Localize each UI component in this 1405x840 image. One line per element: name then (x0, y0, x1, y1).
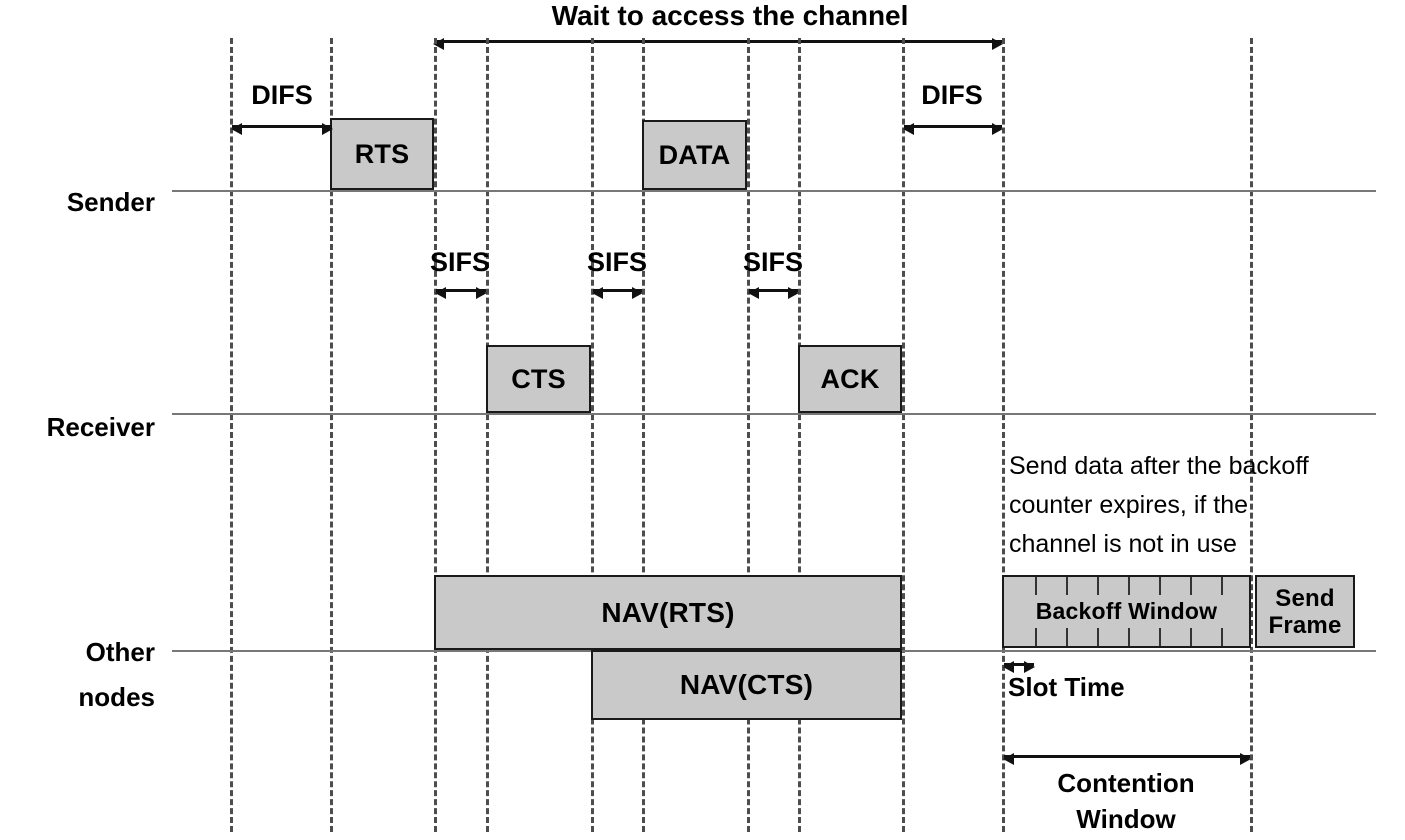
difs-1-arrow (231, 123, 333, 135)
slot-time-label: Slot Time (1008, 672, 1125, 702)
lane-label-sender: Sender (66, 187, 155, 217)
frame-rts-label: RTS (354, 138, 410, 169)
frame-data[interactable]: DATA (642, 120, 747, 190)
guide-line-7 (747, 38, 750, 832)
frame-nav-cts[interactable]: NAV(CTS) (591, 650, 902, 720)
guide-line-6 (642, 38, 645, 832)
lane-label-other-nodes-line1: Other (85, 637, 155, 667)
sifs-3-label: SIFS (742, 247, 803, 277)
wait-to-access-span-arrow (433, 38, 1003, 50)
guide-line-5 (591, 38, 594, 832)
difs-1-label: DIFS (251, 80, 313, 110)
frame-backoff-window[interactable]: Backoff Window (1002, 575, 1251, 648)
frame-data-label: DATA (658, 139, 731, 170)
backoff-note-line3: channel is not in use (1009, 530, 1237, 558)
frame-nav-rts[interactable]: NAV(RTS) (434, 575, 902, 650)
sifs-1-arrow (435, 287, 487, 299)
frame-ack[interactable]: ACK (798, 345, 902, 413)
sifs-2-arrow (592, 287, 643, 299)
difs-2-arrow (903, 123, 1003, 135)
frame-send-frame-label-line1: Send (1275, 584, 1335, 612)
guide-line-8 (798, 38, 801, 832)
guide-line-9 (902, 38, 905, 832)
diagram-title: Wait to access the channel (551, 0, 909, 31)
sifs-3-arrow (748, 287, 799, 299)
contention-window-arrow (1003, 753, 1251, 765)
sifs-1-label: SIFS (429, 247, 490, 277)
slot-time-arrow (1003, 661, 1035, 673)
guide-line-4 (486, 38, 489, 832)
frame-backoff-window-label: Backoff Window (1035, 598, 1218, 624)
guide-line-10 (1002, 38, 1005, 832)
difs-2-label: DIFS (921, 80, 983, 110)
frame-send-frame-label-line2: Frame (1268, 611, 1342, 639)
guide-line-3 (434, 38, 437, 832)
guide-line-2 (330, 38, 333, 832)
lane-label-other-nodes-line2: nodes (78, 682, 155, 712)
frame-rts[interactable]: RTS (330, 118, 434, 190)
contention-window-label-line1: Contention (1057, 768, 1195, 798)
sender-timeline-axis (172, 190, 1376, 192)
frame-send-frame[interactable]: Send Frame (1255, 575, 1355, 648)
frame-cts-label: CTS (511, 363, 566, 394)
contention-window-label-line2: Window (1076, 804, 1176, 834)
frame-nav-rts-label: NAV(RTS) (601, 596, 735, 628)
frame-nav-cts-label: NAV(CTS) (679, 669, 814, 700)
lane-label-receiver: Receiver (46, 412, 155, 442)
frame-cts[interactable]: CTS (486, 345, 591, 413)
sifs-2-label: SIFS (586, 247, 647, 277)
guide-line-1 (230, 38, 233, 832)
backoff-note-line1: Send data after the backoff (1009, 452, 1309, 480)
backoff-note-line2: counter expires, if the (1009, 491, 1249, 519)
receiver-timeline-axis (172, 413, 1376, 415)
frame-ack-label: ACK (820, 363, 880, 394)
guide-line-11 (1250, 38, 1253, 832)
